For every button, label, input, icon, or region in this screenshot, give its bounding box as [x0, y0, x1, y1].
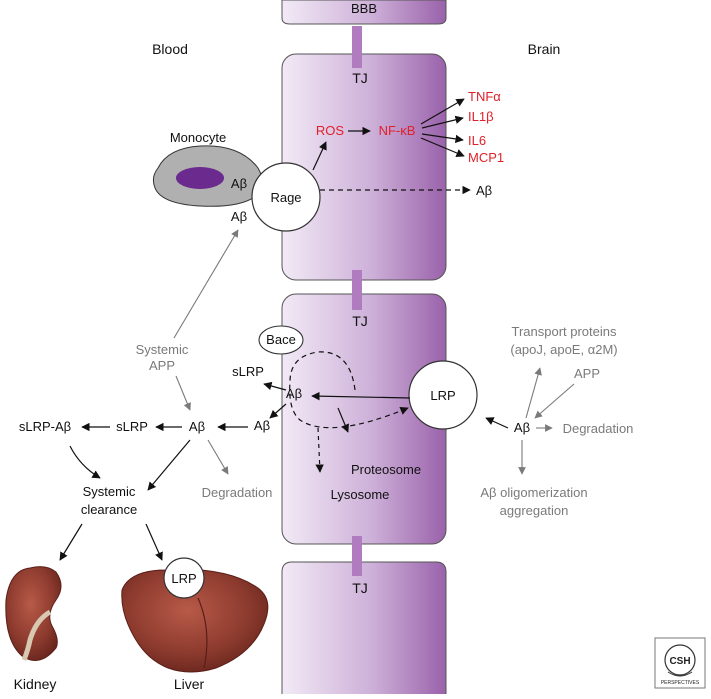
blood-label: Blood	[152, 41, 188, 57]
liver-lrp-label: LRP	[171, 571, 196, 586]
svg-text:CSH: CSH	[669, 656, 690, 667]
transport-proteins-line2: (apoJ, apoE, α2M)	[510, 342, 617, 357]
tj-label-3: TJ	[352, 580, 368, 596]
bottom-cell-stub	[281, 561, 447, 694]
systemic-app-line2: APP	[149, 358, 175, 373]
oligomerization-line2: aggregation	[500, 503, 569, 518]
lrp-label: LRP	[430, 388, 455, 403]
app-to-brain-abeta-arrow	[534, 383, 575, 419]
complex-to-clearance-arrow	[69, 445, 101, 479]
upper-endothelial-cell	[281, 53, 447, 281]
brain-abeta-to-lrp-arrow	[485, 417, 509, 429]
systemic-app-line1: Systemic	[136, 342, 189, 357]
nfkb-label: NF-κB	[379, 123, 416, 138]
cytokine-mcp1: MCP1	[468, 150, 504, 165]
lower-abeta: Aβ	[254, 418, 270, 433]
nfkb-to-mcp1-arrow	[420, 137, 465, 157]
kidney-ureter	[21, 609, 52, 661]
svg-text:PERSPECTIVES: PERSPECTIVES	[661, 680, 700, 686]
rage-receptor	[251, 162, 321, 232]
blood-abeta-to-degradation-arrow	[207, 439, 229, 475]
to-proteosome-arrow	[337, 407, 349, 433]
proteosome-label: Proteosome	[351, 462, 421, 477]
rage-to-ros-arrow	[312, 141, 327, 171]
monocyte-abeta: Aβ	[231, 176, 247, 191]
cytokine-il6: IL6	[468, 133, 486, 148]
top-cell-stub	[281, 0, 447, 25]
tj-label-2: TJ	[352, 313, 368, 329]
tight-junction-1	[352, 26, 362, 68]
tight-junction-2	[352, 270, 362, 310]
brain-abeta-lower: Aβ	[514, 420, 530, 435]
kidney-image	[5, 566, 62, 661]
blood-abeta: Aβ	[189, 419, 205, 434]
brain-degradation: Degradation	[563, 421, 634, 436]
rage-abeta: Aβ	[231, 209, 247, 224]
clearance-line1: Systemic	[83, 484, 136, 499]
app-to-blood-abeta-arrow	[175, 375, 191, 411]
liver-label: Liver	[174, 676, 205, 692]
tj-label-1: TJ	[352, 70, 368, 86]
brain-app: APP	[574, 366, 600, 381]
bace-label: Bace	[266, 332, 296, 347]
monocyte-nucleus	[176, 167, 224, 189]
middle-abeta-to-lower-arrow	[269, 403, 287, 419]
middle-slrp: sLRP	[232, 364, 264, 379]
bace-cell	[258, 325, 304, 355]
clearance-to-kidney-arrow	[59, 523, 83, 561]
nfkb-to-tnfa-arrow	[420, 98, 465, 125]
brain-label: Brain	[528, 41, 561, 57]
monocyte-label: Monocyte	[170, 130, 226, 145]
kidney-label: Kidney	[14, 676, 57, 692]
brain-abeta-upper: Aβ	[476, 183, 492, 198]
transport-proteins-line1: Transport proteins	[511, 324, 617, 339]
blood-abeta-to-clearance-arrow	[147, 439, 191, 491]
clearance-line2: clearance	[81, 502, 137, 517]
tight-junction-3	[352, 536, 362, 576]
cytokine-tnfa: TNFα	[468, 89, 501, 104]
rage-label: Rage	[270, 190, 301, 205]
lrp-dashed-cycle	[289, 351, 409, 429]
slrp-abeta-complex: sLRP-Aβ	[19, 419, 71, 434]
clearance-to-liver-arrow	[145, 523, 163, 561]
csh-perspectives-logo: CSH PERSPECTIVES	[654, 637, 706, 689]
nfkb-to-il1b-arrow	[421, 115, 464, 129]
lrp-to-middle-abeta-arrow	[311, 391, 411, 401]
blood-slrp: sLRP	[116, 419, 148, 434]
ros-label: ROS	[316, 123, 345, 138]
middle-abeta-to-slrp-arrow	[263, 381, 287, 391]
middle-abeta: Aβ	[286, 386, 302, 401]
liver-lrp-receptor	[163, 557, 205, 599]
lysosome-label: Lysosome	[331, 487, 390, 502]
oligomerization-line1: Aβ oligomerization	[480, 485, 587, 500]
nfkb-to-il6-arrow	[421, 133, 464, 144]
liver-vessel	[197, 597, 208, 669]
blood-degradation: Degradation	[202, 485, 273, 500]
abeta-to-transport-arrow	[525, 367, 542, 419]
app-to-rage-abeta-arrow	[173, 229, 239, 339]
bbb-label: BBB	[351, 1, 377, 16]
lrp-receptor	[408, 360, 478, 430]
cytokine-il1b: IL1β	[468, 109, 494, 124]
